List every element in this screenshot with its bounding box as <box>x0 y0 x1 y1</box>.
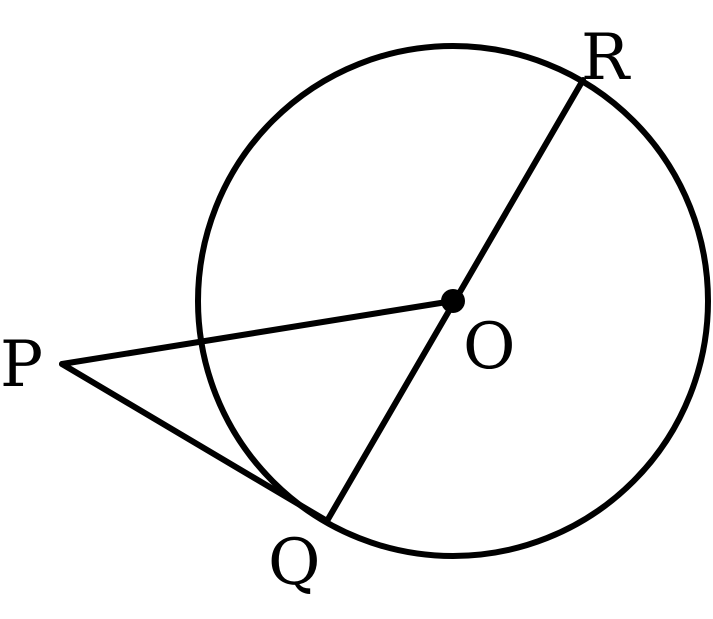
segment-po <box>59 298 456 367</box>
label-r: R <box>581 21 631 95</box>
label-q: Q <box>268 526 320 600</box>
label-o: O <box>463 310 515 384</box>
circle-o <box>195 43 711 559</box>
center-point-o <box>441 289 465 313</box>
tangent-pq <box>59 361 330 524</box>
label-p: P <box>0 328 43 402</box>
